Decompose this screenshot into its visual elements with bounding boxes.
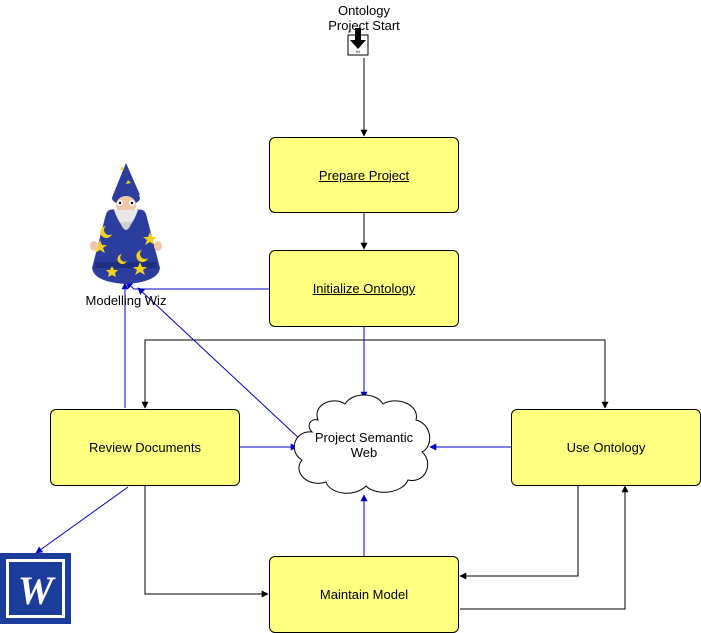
node-initialize-ontology-label[interactable]: Initialize Ontology [312, 281, 416, 296]
arrow-review-to-word [35, 486, 129, 554]
project-start-line2: Project Start [328, 18, 400, 33]
node-use-ontology: Use Ontology [511, 409, 701, 486]
word-icon-letter: W [18, 568, 56, 613]
arrow-initialize-to-use [364, 339, 609, 409]
word-document-icon: W [0, 553, 71, 624]
node-initialize-ontology[interactable]: Initialize Ontology [269, 250, 459, 327]
project-start-label: Ontology Project Start [300, 3, 428, 33]
arrow-maintain-to-use [460, 485, 629, 610]
node-maintain-model-label: Maintain Model [319, 587, 409, 602]
arrow-initialize-to-review [141, 339, 364, 409]
wizard-label: Modelling Wiz [85, 293, 167, 308]
cloud-line1: Project Semantic [314, 430, 414, 445]
start-icon-text: IN [356, 49, 360, 54]
node-maintain-model: Maintain Model [269, 556, 459, 633]
arrow-review-to-maintain [144, 485, 269, 598]
arrow-initialize-to-wizard [125, 281, 269, 290]
cloud-line2: Web [350, 445, 378, 460]
project-start-icon: IN [347, 28, 369, 56]
arrow-use-to-maintain [459, 485, 579, 580]
node-prepare-project-label[interactable]: Prepare Project [318, 167, 410, 183]
node-prepare-project[interactable]: Prepare Project [269, 137, 459, 213]
cloud-label: Project Semantic Web [304, 430, 424, 460]
node-review-documents: Review Documents [50, 409, 240, 486]
arrow-cloud-wizard [137, 287, 304, 443]
node-review-documents-label: Review Documents [89, 440, 201, 455]
project-start-line1: Ontology [337, 3, 391, 18]
wizard-figure [90, 163, 162, 284]
node-use-ontology-label: Use Ontology [566, 440, 646, 455]
cloud-shape [293, 394, 431, 494]
